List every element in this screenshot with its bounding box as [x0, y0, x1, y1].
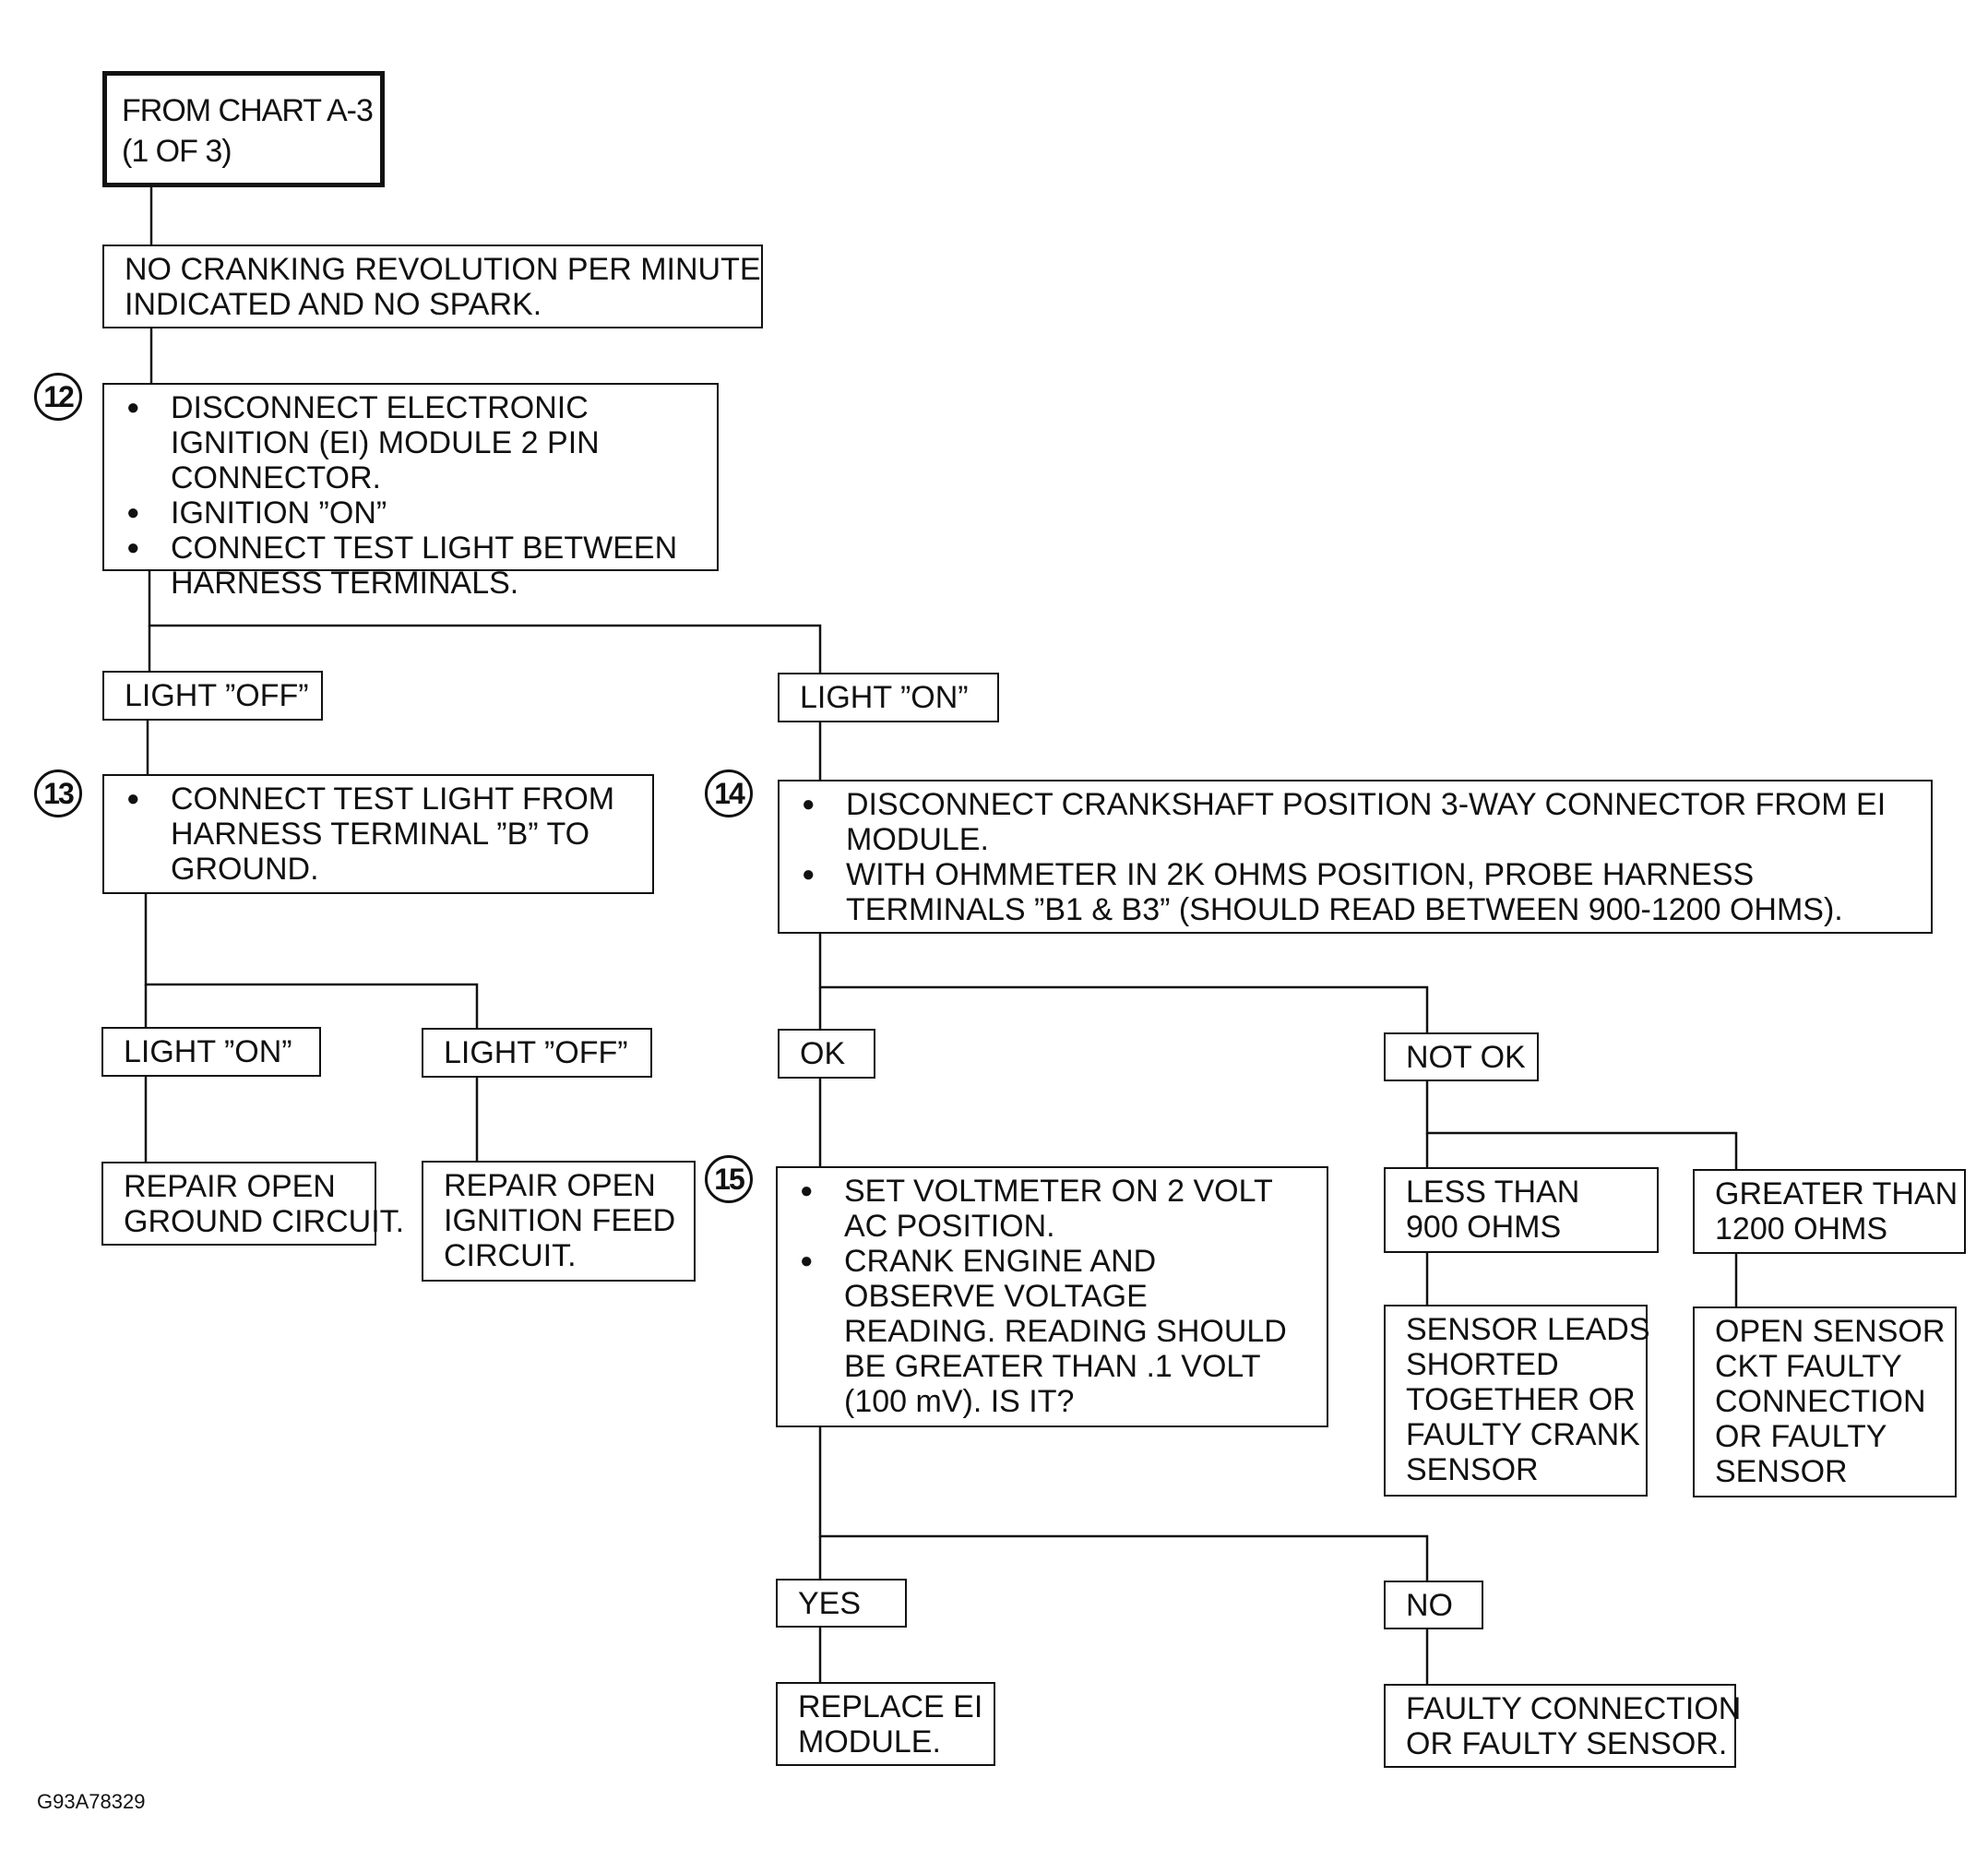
less-than-line-1: LESS THAN [1406, 1175, 1580, 1210]
step13-box: CONNECT TEST LIGHT FROM HARNESS TERMINAL… [102, 774, 654, 894]
sensor-leads-line-5: SENSOR [1406, 1452, 1539, 1487]
not-ok-box: NOT OK [1384, 1032, 1539, 1081]
sensor-leads-box: SENSOR LEADS SHORTED TOGETHER OR FAULTY … [1384, 1305, 1650, 1497]
open-sensor-line-2: CKT FAULTY [1715, 1349, 1902, 1384]
less-than-900-box: LESS THAN 900 OHMS [1384, 1167, 1659, 1253]
greater-than-1200-box: GREATER THAN 1200 OHMS [1693, 1169, 1966, 1254]
sensor-leads-line-3: TOGETHER OR [1406, 1382, 1636, 1417]
open-sensor-box: OPEN SENSOR CKT FAULTY CONNECTION OR FAU… [1693, 1306, 1957, 1497]
sensor-leads-line-4: FAULTY CRANK [1406, 1417, 1640, 1452]
faulty-connection-line-1: FAULTY CONNECTION [1406, 1691, 1742, 1726]
line-step14-branch [818, 932, 1429, 1033]
faulty-connection-box: FAULTY CONNECTION OR FAULTY SENSOR. [1384, 1684, 1742, 1768]
open-sensor-line-5: SENSOR [1715, 1454, 1848, 1489]
no-cranking-box: NO CRANKING REVOLUTION PER MINUTE INDICA… [102, 245, 763, 328]
greater-than-line-2: 1200 OHMS [1715, 1211, 1888, 1247]
sensor-leads-line-2: SHORTED [1406, 1347, 1559, 1382]
repair-ground-line-2: GROUND CIRCUIT. [124, 1204, 405, 1239]
open-sensor-line-1: OPEN SENSOR [1715, 1314, 1946, 1349]
step14-item-1: DISCONNECT CRANKSHAFT POSITION 3-WAY CON… [802, 787, 1911, 857]
step14-box: DISCONNECT CRANKSHAFT POSITION 3-WAY CON… [778, 780, 1933, 934]
from-chart-box: FROM CHART A-3 (1 OF 3) [102, 71, 385, 187]
ok-box: OK [778, 1029, 875, 1079]
repair-feed-box: REPAIR OPEN IGNITION FEED CIRCUIT. [422, 1161, 696, 1282]
light-on-box-1: LIGHT ”ON” [778, 673, 999, 722]
repair-feed-line-1: REPAIR OPEN [444, 1168, 656, 1203]
step13-list: CONNECT TEST LIGHT FROM HARNESS TERMINAL… [126, 781, 632, 887]
light-off-box-2: LIGHT ”OFF” [422, 1028, 652, 1078]
open-sensor-line-3: CONNECTION [1715, 1384, 1926, 1419]
repair-ground-box: REPAIR OPEN GROUND CIRCUIT. [101, 1162, 405, 1246]
step12-list: DISCONNECT ELECTRONIC IGNITION (EI) MODU… [126, 390, 696, 601]
step12-item-3: CONNECT TEST LIGHT BETWEEN HARNESS TERMI… [126, 531, 696, 601]
replace-ei-box: REPLACE EI MODULE. [776, 1682, 995, 1766]
step-14-marker: 14 [705, 769, 753, 817]
step-15-marker: 15 [705, 1155, 753, 1203]
less-than-line-2: 900 OHMS [1406, 1210, 1562, 1245]
step14-list: DISCONNECT CRANKSHAFT POSITION 3-WAY CON… [802, 787, 1911, 927]
repair-feed-line-2: IGNITION FEED [444, 1203, 676, 1238]
faulty-connection-line-2: OR FAULTY SENSOR. [1406, 1726, 1728, 1761]
light-on-box-2: LIGHT ”ON” [101, 1027, 321, 1077]
step14-item-2: WITH OHMMETER IN 2K OHMS POSITION, PROBE… [802, 857, 1911, 927]
repair-feed-line-3: CIRCUIT. [444, 1238, 577, 1273]
step15-item-1: SET VOLTMETER ON 2 VOLT AC POSITION. [800, 1174, 1306, 1244]
step12-box: DISCONNECT ELECTRONIC IGNITION (EI) MODU… [102, 383, 719, 601]
greater-than-line-1: GREATER THAN [1715, 1176, 1958, 1211]
step15-box: SET VOLTMETER ON 2 VOLT AC POSITION. CRA… [776, 1166, 1328, 1427]
line-step15-branch [818, 1426, 1429, 1581]
sensor-leads-line-1: SENSOR LEADS [1406, 1312, 1650, 1347]
step13-item-1: CONNECT TEST LIGHT FROM HARNESS TERMINAL… [126, 781, 632, 887]
from-chart-line-2: (1 OF 3) [122, 134, 232, 169]
light-off-box-1: LIGHT ”OFF” [102, 671, 323, 721]
replace-ei-line-1: REPLACE EI [798, 1689, 983, 1724]
repair-ground-line-1: REPAIR OPEN [124, 1169, 336, 1204]
step-12-marker: 12 [34, 373, 82, 421]
no-cranking-line-1: NO CRANKING REVOLUTION PER MINUTE [125, 252, 761, 287]
from-chart-line-1: FROM CHART A-3 [122, 93, 374, 128]
replace-ei-line-2: MODULE. [798, 1724, 941, 1760]
step15-list: SET VOLTMETER ON 2 VOLT AC POSITION. CRA… [800, 1174, 1306, 1419]
step15-item-2: CRANK ENGINE AND OBSERVE VOLTAGE READING… [800, 1244, 1306, 1419]
step-13-marker: 13 [34, 769, 82, 817]
step12-item-2: IGNITION ”ON” [126, 495, 696, 531]
open-sensor-line-4: OR FAULTY [1715, 1419, 1887, 1454]
no-cranking-line-2: INDICATED AND NO SPARK. [125, 287, 542, 322]
figure-id: G93A78329 [37, 1790, 146, 1813]
step12-item-1: DISCONNECT ELECTRONIC IGNITION (EI) MODU… [126, 390, 696, 495]
no-box: NO [1384, 1581, 1483, 1629]
line-not-ok-branch [1425, 1080, 1738, 1170]
yes-box: YES [776, 1579, 907, 1628]
line-step13-branch [144, 892, 479, 1029]
